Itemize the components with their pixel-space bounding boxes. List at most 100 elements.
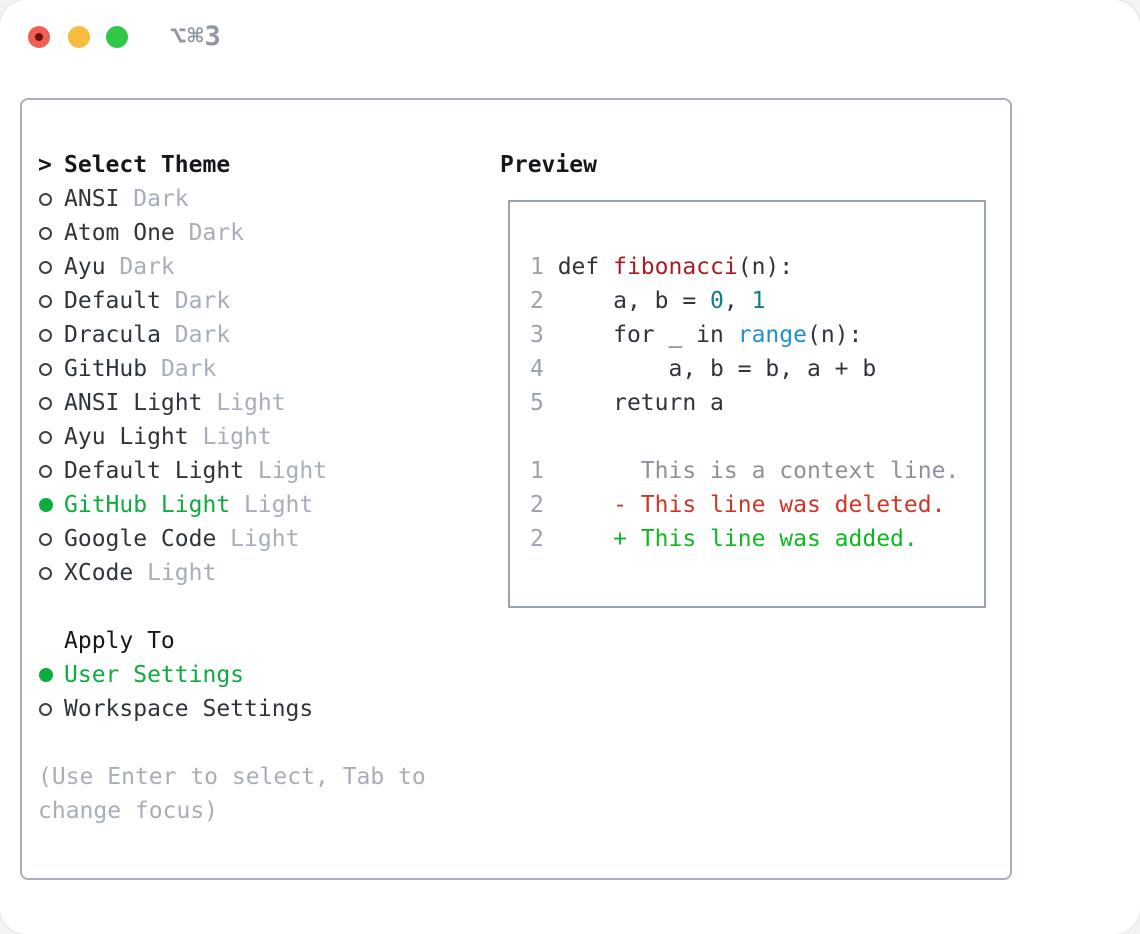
theme-option[interactable]: Dracula Dark (38, 318, 426, 352)
radio-icon (39, 396, 52, 410)
theme-option[interactable]: Default Dark (38, 284, 426, 318)
radio-slot (38, 396, 64, 410)
preview-title: Preview (500, 152, 597, 178)
option-label: Default (64, 288, 161, 314)
radio-icon (39, 532, 52, 546)
option-variant-tag: Dark (160, 288, 231, 314)
apply-to-header-row: Apply To (38, 624, 426, 658)
option-variant-tag: Dark (174, 220, 245, 246)
radio-slot (38, 294, 64, 308)
option-label: Google Code (64, 526, 217, 552)
spacer (38, 590, 426, 624)
option-variant-tag: Dark (160, 322, 231, 348)
option-variant-tag: Light (188, 424, 272, 450)
option-label: Default Light (64, 458, 245, 484)
radio-slot (38, 226, 64, 240)
close-dot-icon (35, 33, 43, 41)
spacer (38, 726, 426, 760)
preview-code-line: 2 + This line was added. (530, 526, 918, 552)
option-label: XCode (64, 560, 134, 586)
radio-icon (39, 328, 52, 342)
radio-slot (38, 328, 64, 342)
radio-icon (39, 294, 52, 308)
option-variant-tag: Dark (105, 254, 175, 280)
prompt-slot: > (38, 152, 64, 178)
theme-option[interactable]: GitHub Dark (38, 352, 426, 386)
radio-slot (38, 260, 64, 274)
hint-line: (Use Enter to select, Tab to (38, 764, 426, 790)
radio-slot (38, 498, 64, 512)
window-titlebar: ⌥⌘3 (0, 0, 1140, 74)
preview-code-line: 1 This is a context line. (530, 458, 960, 484)
option-variant-tag: Light (244, 458, 328, 484)
theme-option[interactable]: ANSI Dark (38, 182, 426, 216)
option-label: ANSI (64, 186, 120, 212)
minimize-button[interactable] (68, 26, 90, 48)
preview-code-line (530, 420, 984, 454)
radio-icon (39, 226, 52, 240)
theme-option[interactable]: GitHub Light Light (38, 488, 426, 522)
theme-option[interactable]: ANSI Light Light (38, 386, 426, 420)
option-label: ANSI Light (64, 390, 203, 416)
apply-to-option[interactable]: Workspace Settings (38, 692, 426, 726)
radio-slot (38, 566, 64, 580)
radio-icon (39, 464, 52, 478)
preview-code-line: 5 return a (530, 390, 724, 416)
option-variant-tag: Light (133, 560, 217, 586)
select-theme-header-row: > Select Theme (38, 148, 426, 182)
hint-line: change focus) (38, 798, 219, 824)
option-variant-tag: Light (202, 390, 286, 416)
radio-selected-icon (39, 668, 53, 682)
prompt-caret-icon: > (38, 152, 52, 178)
window-title: ⌥⌘3 (170, 21, 222, 52)
radio-slot (38, 532, 64, 546)
apply-to-option[interactable]: User Settings (38, 658, 426, 692)
select-theme-header: Select Theme (64, 152, 231, 178)
keyboard-hint: (Use Enter to select, Tab to change focus… (38, 760, 426, 828)
radio-selected-icon (39, 498, 53, 512)
option-label: Workspace Settings (64, 696, 314, 722)
radio-icon (39, 702, 52, 716)
option-variant-tag: Light (230, 492, 314, 518)
option-label: GitHub (64, 356, 148, 382)
radio-icon (39, 430, 52, 444)
option-variant-tag: Dark (119, 186, 189, 212)
theme-option[interactable]: Default Light Light (38, 454, 426, 488)
radio-slot (38, 362, 64, 376)
radio-slot (38, 430, 64, 444)
preview-code-line: 4 a, b = b, a + b (530, 356, 877, 382)
radio-icon (39, 566, 52, 580)
apply-to-header: Apply To (64, 628, 175, 654)
option-label: Atom One (64, 220, 175, 246)
radio-slot (38, 192, 64, 206)
radio-slot (38, 668, 64, 682)
option-label: Ayu (64, 254, 106, 280)
option-variant-tag: Light (216, 526, 300, 552)
zoom-button[interactable] (106, 26, 128, 48)
close-button[interactable] (28, 26, 50, 48)
radio-slot (38, 464, 64, 478)
preview-code-line: 2 - This line was deleted. (530, 492, 946, 518)
theme-option[interactable]: Atom One Dark (38, 216, 426, 250)
option-variant-tag: Dark (147, 356, 217, 382)
theme-option[interactable]: XCode Light (38, 556, 426, 590)
theme-option[interactable]: Ayu Light Light (38, 420, 426, 454)
radio-icon (39, 260, 52, 274)
option-label: Ayu Light (64, 424, 189, 450)
option-label: Dracula (64, 322, 161, 348)
radio-icon (39, 362, 52, 376)
option-label: User Settings (64, 662, 245, 688)
preview-code-line: 3 for _ in range(n): (530, 322, 863, 348)
theme-option[interactable]: Google Code Light (38, 522, 426, 556)
radio-icon (39, 192, 52, 206)
preview-code-line: 1 def fibonacci(n): (530, 254, 794, 280)
theme-option[interactable]: Ayu Dark (38, 250, 426, 284)
radio-slot (38, 702, 64, 716)
